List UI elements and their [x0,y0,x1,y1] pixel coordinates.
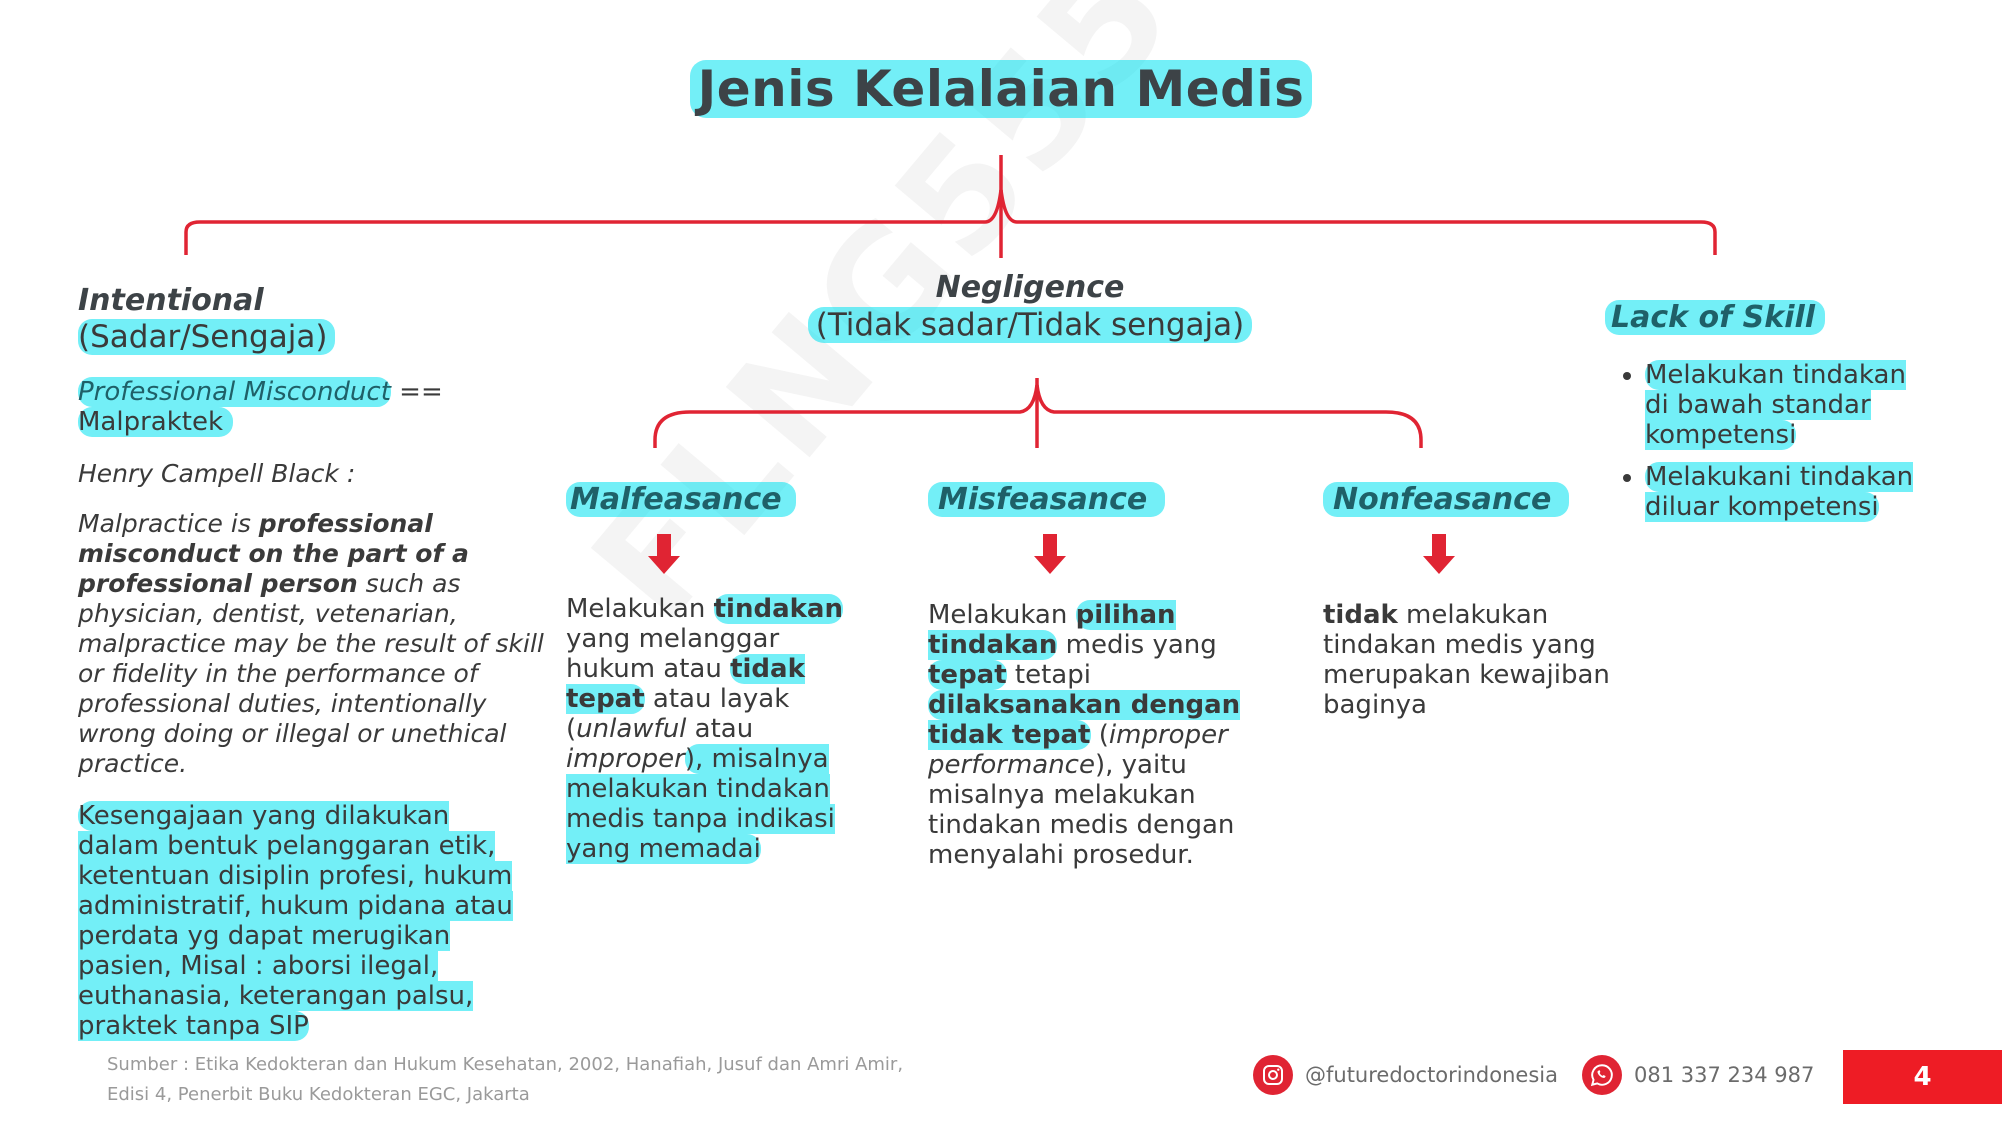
mis-t5: ), yaitu misalnya melakukan tindakan med… [928,750,1235,870]
mid-branch-left [653,384,1039,448]
intentional-column: Intentional (Sadar/Sengaja) Professional… [78,283,548,1041]
pm-eq: == [390,377,443,407]
nonfeasance-heading: Nonfeasance [1323,480,1623,520]
mal-b1: tindakan [713,594,843,624]
quote-part-1: Malpractice is [78,509,259,538]
mal-t1: Melakukan [566,594,714,624]
intentional-heading: Intentional [78,283,264,318]
source-line-1: Sumber : Etika Kedokteran dan Hukum Kese… [107,1054,904,1075]
malfeasance-heading-text: Malfeasance [566,482,796,517]
whatsapp-contact[interactable]: 081 337 234 987 [1582,1055,1814,1095]
intentional-sub-text: (Sadar/Sengaja) [78,319,336,355]
list-item: Melakukan tindakan di bawah standar komp… [1645,360,1935,450]
negligence-sub: (Tidak sadar/Tidak sengaja) [780,306,1280,344]
negligence-heading: Negligence [935,270,1125,305]
lack-of-skill-heading: Lack of Skill [1605,300,1935,336]
page-number: 4 [1843,1050,2002,1104]
mis-t2: medis yang [1057,630,1217,660]
phone-number: 081 337 234 987 [1634,1063,1815,1087]
intentional-desc: Kesengajaan yang dilakukan dalam bentuk … [78,801,538,1041]
page-title: Jenis Kelalaian Medis [0,60,2002,118]
mis-t4: ( [1090,720,1109,750]
arrow-down-icon [648,534,680,574]
skill-item-2: Melakukani tindakan diluar kompetensi [1645,462,1914,522]
intentional-sub: (Sadar/Sengaja) [78,319,548,355]
misfeasance-arrow [1032,534,1268,580]
lack-of-skill-heading-text: Lack of Skill [1605,300,1826,335]
instagram-handle: @futuredoctorindonesia [1305,1063,1558,1087]
mid-branch-right [1035,384,1423,448]
title-text: Jenis Kelalaian Medis [689,60,1313,118]
non-b1: tidak [1323,600,1398,630]
intentional-desc-text: Kesengajaan yang dilakukan dalam bentuk … [78,801,513,1041]
top-branch-left [184,189,1003,255]
misfeasance-text: Melakukan pilihan tindakan medis yang te… [928,600,1268,870]
mal-t2: yang melanggar hukum atau [566,624,780,684]
mis-t3: tetapi [1006,660,1091,690]
mal-i2: improper [566,744,685,774]
malfeasance-text: Melakukan tindakan yang melanggar hukum … [566,594,876,864]
malfeasance-arrow [646,534,876,580]
professional-misconduct: Professional Misconduct == Malpraktek [78,377,548,437]
mal-i1: unlawful [576,714,687,744]
misfeasance-heading-text: Misfeasance [928,482,1166,517]
top-branch-right [999,189,1717,255]
list-item: Melakukani tindakan diluar kompetensi [1645,462,1935,522]
pm-malpraktek: Malpraktek [78,407,234,437]
quote-bold: professional misconduct on the part of a… [78,509,469,598]
negligence-block: Negligence (Tidak sadar/Tidak sengaja) [780,270,1280,344]
source-citation: Sumber : Etika Kedokteran dan Hukum Kese… [107,1050,903,1110]
mal-t4: atau [686,714,754,744]
arrow-down-icon [1034,534,1066,574]
mis-t1: Melakukan [928,600,1076,630]
lack-of-skill-list: Melakukan tindakan di bawah standar komp… [1605,360,1935,522]
negligence-sub-text: (Tidak sadar/Tidak sengaja) [807,307,1253,343]
henry-label: Henry Campell Black : [78,459,356,488]
misfeasance-heading: Misfeasance [928,480,1268,520]
mal-t3: atau layak ( [566,684,790,744]
instagram-contact[interactable]: @futuredoctorindonesia [1253,1055,1558,1095]
misfeasance-column: Misfeasance Melakukan pilihan tindakan m… [928,480,1268,870]
malpractice-quote: Malpractice is professional misconduct o… [78,509,548,779]
mis-b2: tepat [928,660,1007,690]
nonfeasance-column: Nonfeasance tidak melakukan tindakan med… [1323,480,1623,720]
skill-item-1: Melakukan tindakan di bawah standar komp… [1645,360,1906,450]
malfeasance-column: Malfeasance Melakukan tindakan yang mela… [566,480,876,864]
nonfeasance-arrow [1421,534,1623,580]
instagram-icon [1253,1055,1293,1095]
quote-part-2: such as physician, dentist, vetenarian, … [78,569,544,778]
whatsapp-icon [1582,1055,1622,1095]
nonfeasance-text: tidak melakukan tindakan medis yang meru… [1323,600,1623,720]
mis-i1: improper performance [928,720,1228,780]
non-t1: melakukan tindakan medis yang merupakan … [1323,600,1610,720]
lack-of-skill-column: Lack of Skill Melakukan tindakan di bawa… [1605,300,1935,534]
pm-italic: Professional Misconduct [78,377,391,407]
nonfeasance-heading-text: Nonfeasance [1323,482,1570,517]
source-line-2: Edisi 4, Penerbit Buku Kedokteran EGC, J… [107,1084,530,1105]
malfeasance-heading: Malfeasance [566,480,876,520]
arrow-down-icon [1423,534,1455,574]
